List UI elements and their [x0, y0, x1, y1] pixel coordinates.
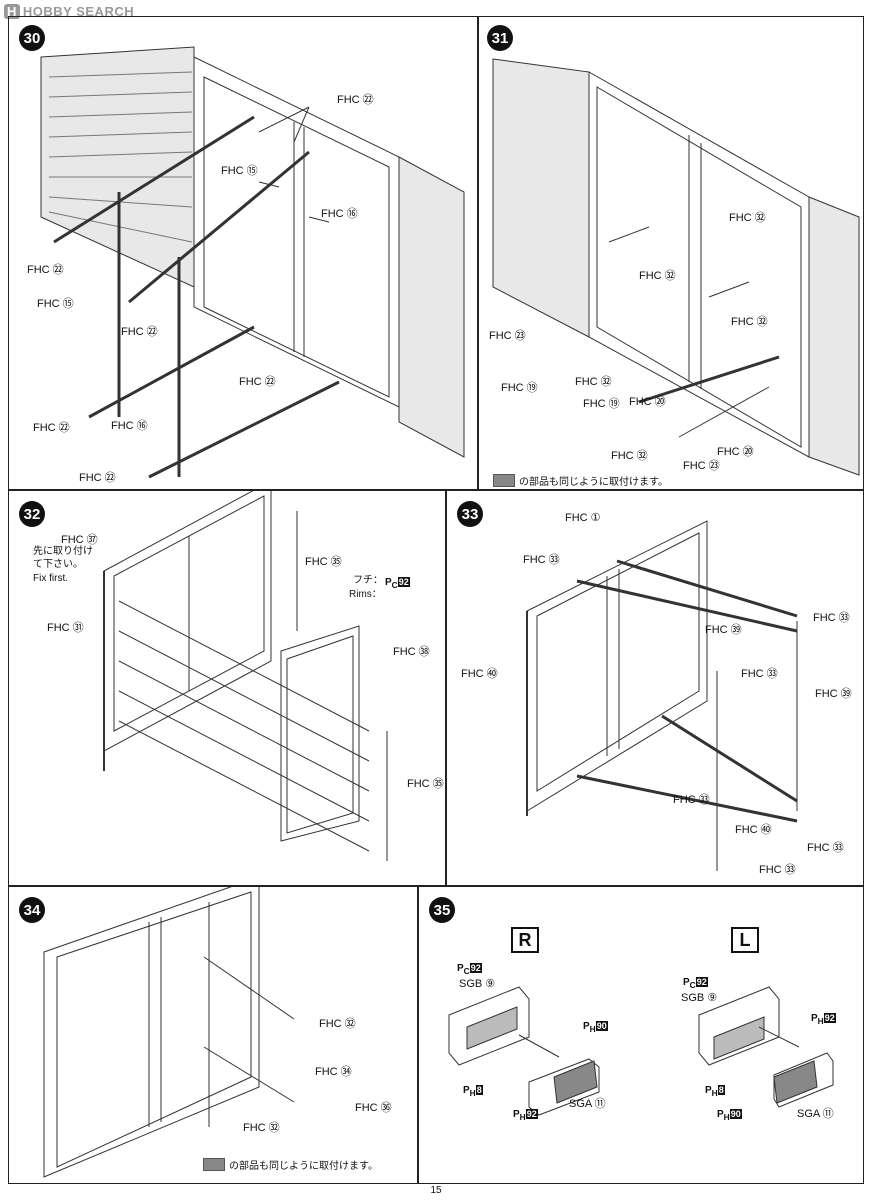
s35-l-sga: SGA ⑪: [797, 1108, 834, 1120]
s32-rims-en: Rims：: [349, 589, 382, 600]
step-30-panel: 30 FHC ㉒ FHC ⑮ FHC ⑯ FHC ㉒ FHC ⑮ FHC ㉒: [8, 16, 478, 490]
s35-l-ph92: PH92: [811, 1013, 836, 1026]
s34-note-text: の部品も同じように取付けます。: [229, 1161, 378, 1172]
left-side-label: L: [731, 927, 759, 953]
step-31-diagram: [492, 58, 860, 476]
s31-label-k: FHC ㉓: [683, 460, 720, 472]
s34-note: の部品も同じように取付けます。: [203, 1157, 378, 1172]
s31-note-text: の部品も同じように取付けます。: [519, 477, 668, 488]
s35-r-sgb: SGB ⑨: [459, 978, 496, 990]
s33-label-c: FHC ㊴: [705, 624, 742, 636]
s31-label-f: FHC ㉜: [575, 376, 612, 388]
s35-l-ph90: PH90: [717, 1109, 742, 1122]
s31-label-c: FHC ㉜: [731, 316, 768, 328]
step-33-number: 33: [457, 501, 483, 527]
s31-label-j: FHC ⑳: [717, 446, 754, 458]
s35-r-pc: PC92: [457, 963, 482, 976]
s35-l-sgb: SGB ⑨: [681, 992, 718, 1004]
s30-label-h: FHC ㉒: [33, 422, 70, 434]
s34-label-d: FHC ㉜: [243, 1122, 280, 1134]
s32-pc-part: PC92: [385, 577, 410, 590]
right-side-label: R: [511, 927, 539, 953]
s31-label-b: FHC ㉜: [639, 270, 676, 282]
s34-label-b: FHC ㉞: [315, 1066, 352, 1078]
s31-label-g: FHC ⑲: [583, 398, 620, 410]
step-32-number: 32: [19, 501, 45, 527]
s33-label-f: FHC ㉝: [741, 668, 778, 680]
s30-label-a: FHC ㉒: [337, 94, 374, 106]
s33-label-h: FHC ㉝: [673, 794, 710, 806]
step-31-number: 31: [487, 25, 513, 51]
step-34-diagram: [43, 887, 295, 1178]
step-34-panel: 34 FHC ㉜ FHC ㉞ FHC ㊱ FHC ㉜ の部品も同じように取付けま…: [8, 886, 418, 1184]
step-32-panel: 32 FHC ㊲ 先に取り付け て下さい。 Fix first. FHC ㉟ フ…: [8, 490, 446, 886]
s33-label-j: FHC ㉝: [807, 842, 844, 854]
s31-label-i: FHC ㉜: [611, 450, 648, 462]
s32-label-b: FHC ㉟: [305, 556, 342, 568]
s30-label-c: FHC ⑯: [321, 208, 358, 220]
s30-label-j: FHC ㉒: [79, 472, 116, 484]
step-35-number: 35: [429, 897, 455, 923]
gray-swatch: [203, 1158, 225, 1171]
page-number: 15: [430, 1185, 442, 1196]
s31-label-e: FHC ⑲: [501, 382, 538, 394]
s31-label-h: FHC ⑳: [629, 396, 666, 408]
step-33-panel: 33 FHC ① FHC ㉝ FHC ㊴ FHC ㊵ FHC ㉝ FHC ㉝ F…: [446, 490, 864, 886]
s33-label-k: FHC ㉝: [759, 864, 796, 876]
step-31-panel: 31 FHC ㉜ FHC ㉜ FHC ㉜ FHC ㉓ FHC ⑲ FHC ㉜ F…: [478, 16, 864, 490]
s34-label-a: FHC ㉜: [319, 1018, 356, 1030]
step-33-diagram: [526, 520, 798, 871]
s31-label-d: FHC ㉓: [489, 330, 526, 342]
s31-note: の部品も同じように取付けます。: [493, 473, 668, 488]
step-30-number: 30: [19, 25, 45, 51]
s33-label-a: FHC ①: [565, 512, 601, 524]
s30-label-d: FHC ㉒: [27, 264, 64, 276]
step-35-panel: 35 R L PC92 SGB ⑨ PH90 PH8 SGA ⑪ PH92 PC…: [418, 886, 864, 1184]
s30-label-g: FHC ㉒: [239, 376, 276, 388]
s34-label-c: FHC ㊱: [355, 1102, 392, 1114]
s33-label-d: FHC ㊵: [461, 668, 498, 680]
s32-label-d: FHC ㊳: [393, 646, 430, 658]
s35-r-sga: SGA ⑪: [569, 1098, 606, 1110]
s33-label-b: FHC ㉝: [523, 554, 560, 566]
s32-fix-jp: 先に取り付け て下さい。: [33, 546, 93, 570]
s35-r-ph90: PH90: [583, 1021, 608, 1034]
step-32-diagram: [103, 491, 388, 861]
step-34-number: 34: [19, 897, 45, 923]
s32-label-c: FHC ㉛: [47, 622, 84, 634]
s33-label-g: FHC ㊴: [815, 688, 852, 700]
s32-label-e: FHC ㉟: [407, 778, 444, 790]
s35-r-ph8: PH8: [463, 1085, 483, 1098]
step-35-diagram: [448, 986, 834, 1116]
s32-rims-jp: フチ：: [353, 575, 383, 586]
s30-label-f: FHC ㉒: [121, 326, 158, 338]
gray-swatch: [493, 474, 515, 487]
s30-label-i: FHC ⑯: [111, 420, 148, 432]
s30-label-e: FHC ⑮: [37, 298, 74, 310]
s33-label-e: FHC ㉝: [813, 612, 850, 624]
s32-label-a: FHC ㊲: [61, 534, 98, 546]
step-30-diagram: [40, 46, 465, 479]
s30-label-b: FHC ⑮: [221, 165, 258, 177]
s33-label-i: FHC ㊵: [735, 824, 772, 836]
s35-l-pc: PC92: [683, 977, 708, 990]
s35-l-ph8: PH8: [705, 1085, 725, 1098]
s35-r-ph92: PH92: [513, 1109, 538, 1122]
s31-label-a: FHC ㉜: [729, 212, 766, 224]
s32-fix-en: Fix first.: [33, 573, 68, 584]
